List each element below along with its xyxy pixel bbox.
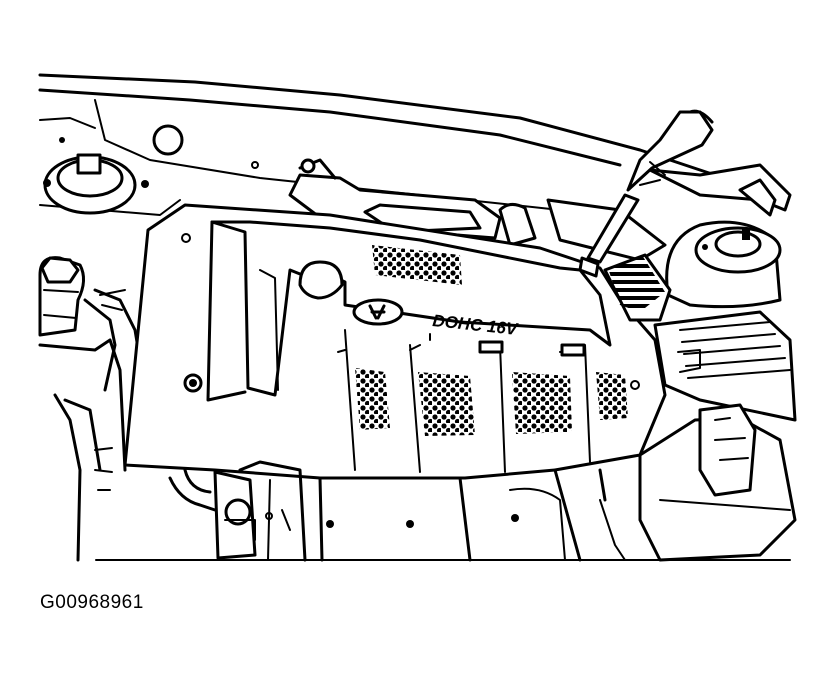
right-strut-mount	[665, 220, 782, 309]
coolant-reservoir	[38, 256, 127, 562]
battery-bracket	[638, 403, 797, 562]
left-strut-mount	[43, 137, 149, 215]
lower-engine-block	[168, 460, 626, 562]
figure-id-label: G00968961	[40, 592, 144, 613]
air-intake-duct	[603, 253, 797, 422]
engine-cover: DOHC 16V	[123, 203, 667, 480]
socket-wrench-icon	[578, 109, 792, 278]
firewall-cowl	[38, 73, 762, 216]
